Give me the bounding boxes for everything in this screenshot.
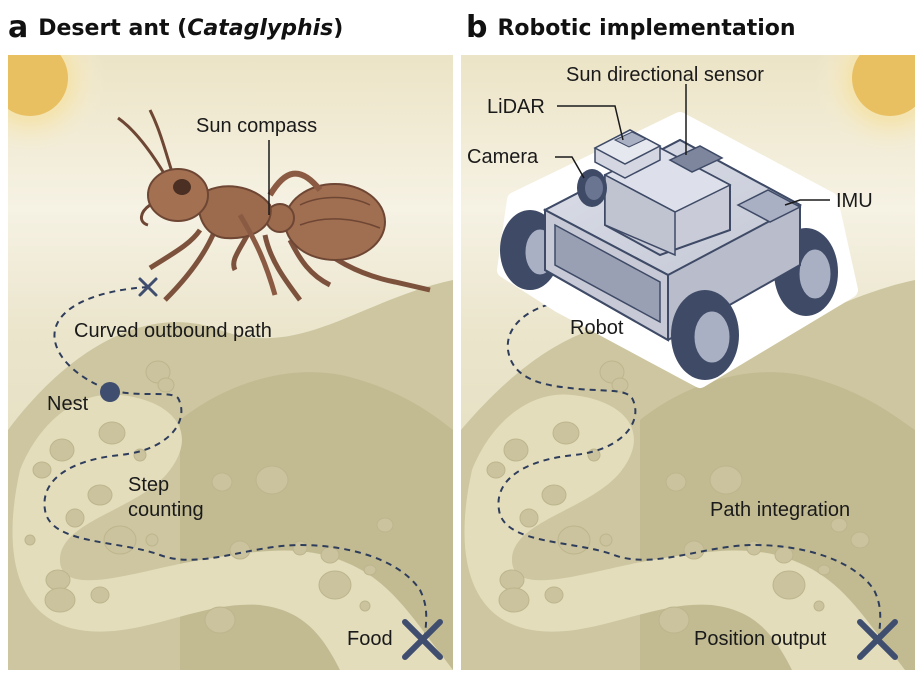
sun-compass-label: Sun compass	[196, 115, 317, 137]
ant-start-x-marker	[138, 277, 158, 297]
camera-label: Camera	[467, 146, 539, 168]
counting-label: counting	[128, 499, 204, 521]
panel-b-title-text: Robotic implementation	[497, 16, 796, 41]
sun-icon-b	[852, 55, 915, 116]
sun-icon	[8, 55, 68, 116]
food-x-marker	[402, 619, 443, 660]
robot-path	[497, 299, 882, 641]
curved-outbound-path-label: Curved outbound path	[74, 320, 272, 342]
panel-a-title-italic: Cataglyphis	[187, 16, 334, 41]
path-integration-label: Path integration	[710, 499, 850, 521]
panel-b-letter: b	[466, 10, 488, 45]
camera-leader	[555, 156, 585, 179]
path-band-b	[464, 394, 905, 670]
position-output-x-marker	[857, 619, 898, 660]
nest-label: Nest	[47, 393, 89, 415]
food-label: Food	[347, 628, 393, 650]
rocks-b	[486, 360, 870, 634]
panel-a-letter: a	[8, 10, 29, 45]
panel-a-scene	[8, 55, 453, 670]
path-band-a	[12, 394, 453, 670]
panel-a-title-prefix: Desert ant (	[38, 16, 188, 41]
sun-directional-sensor-label: Sun directional sensor	[566, 64, 764, 86]
panel-a-title: a Desert ant (Cataglyphis)	[8, 10, 343, 45]
imu-leader	[784, 199, 830, 206]
position-output-label: Position output	[694, 628, 827, 650]
step-label: Step	[128, 474, 169, 496]
robot-illustration	[497, 112, 858, 388]
lidar-leader	[557, 105, 624, 141]
panel-b-scene	[461, 55, 915, 670]
nest-dot	[100, 382, 120, 402]
ant-outbound-path	[43, 286, 428, 641]
robot-label: Robot	[570, 317, 624, 339]
imu-label: IMU	[836, 190, 873, 212]
panel-b-title: b Robotic implementation	[466, 10, 796, 45]
panel-a-title-suffix: )	[333, 16, 344, 41]
lidar-label: LiDAR	[487, 96, 545, 118]
ant-illustration	[117, 109, 431, 302]
